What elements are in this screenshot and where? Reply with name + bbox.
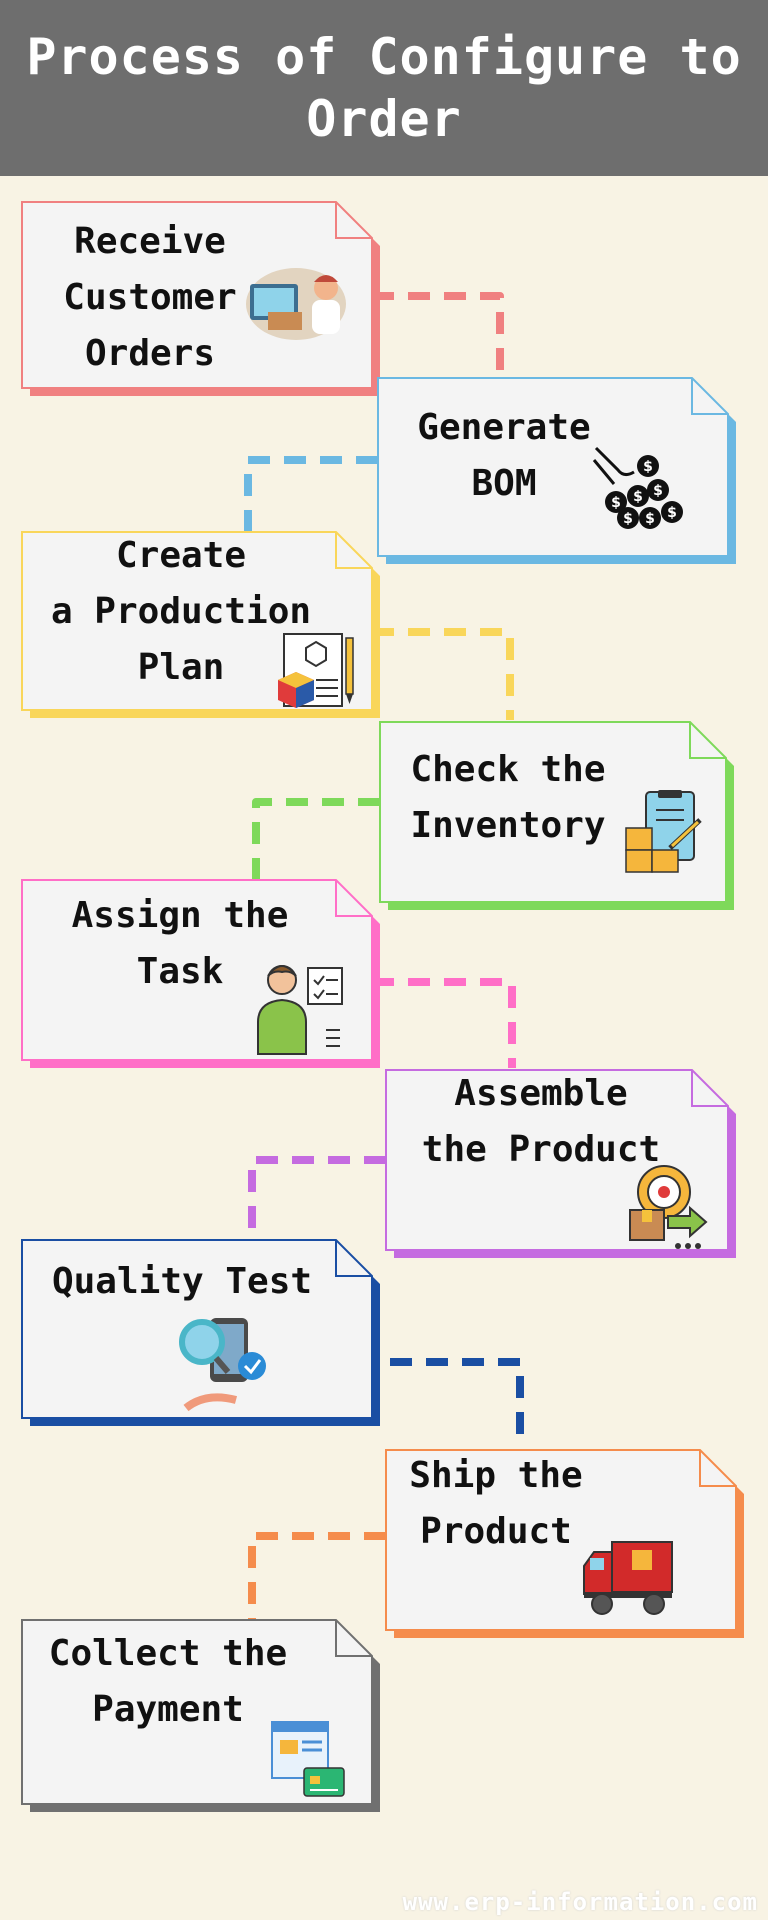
svg-text:$: $ [623, 511, 633, 527]
card-fold [335, 202, 372, 239]
step-label-9: Collect the Payment [48, 1633, 288, 1730]
page-header: Process of Configure to Order [0, 0, 768, 176]
connector-3 [372, 628, 514, 720]
assembly-gear-icon [629, 1165, 708, 1249]
step-label-4: Check the Inventory [410, 749, 606, 846]
inventory-clipboard-icon [625, 790, 702, 873]
connector-6 [248, 1156, 386, 1240]
card-fold [689, 722, 726, 759]
card-fold [699, 1450, 736, 1487]
connector-7 [390, 1358, 524, 1448]
svg-text:$: $ [633, 489, 643, 505]
step-label-8: Ship the Product [409, 1455, 583, 1552]
page-title: Process of Configure to Order [26, 28, 742, 148]
step-card-1 [21, 201, 380, 396]
card-fold [335, 1620, 372, 1657]
connector-1 [372, 292, 504, 376]
footer-website: www.erp-information.com [402, 1888, 758, 1916]
production-plan-icon [278, 633, 354, 708]
svg-text:$: $ [653, 483, 663, 499]
step-label-2: Generate BOM [417, 407, 591, 504]
step-label-5: Assign the Task [71, 895, 289, 992]
connectors [244, 292, 524, 1620]
card-body [21, 201, 373, 389]
step-label-3: Create a Production Plan [50, 535, 312, 688]
card-fold [335, 532, 372, 569]
delivery-truck-icon [583, 1541, 673, 1615]
card-fold [335, 880, 372, 917]
svg-text:$: $ [667, 505, 677, 521]
money-hand-icon: $ $ $ $ $ $ $ [592, 446, 683, 529]
card-fold [691, 378, 728, 415]
task-person-icon [257, 965, 343, 1055]
svg-text:$: $ [643, 459, 653, 475]
customer-order-icon [246, 268, 346, 340]
quality-magnifier-icon [179, 1318, 266, 1412]
payment-card-icon [271, 1721, 345, 1797]
card-fold [335, 1240, 372, 1277]
connector-5 [372, 978, 516, 1068]
step-label-6: Assemble the Product [421, 1073, 661, 1170]
svg-text:$: $ [645, 511, 655, 527]
svg-text:$: $ [611, 495, 621, 511]
step-label-7: Quality Test [51, 1261, 313, 1302]
step-label-1: Receive Customer Orders [63, 221, 237, 374]
connector-4 [252, 798, 380, 880]
card-body [377, 377, 729, 557]
connector-2 [244, 456, 378, 532]
card-fold [691, 1070, 728, 1107]
step-icons: $ $ $ $ $ $ $ [179, 268, 708, 1797]
connector-8 [248, 1532, 386, 1620]
